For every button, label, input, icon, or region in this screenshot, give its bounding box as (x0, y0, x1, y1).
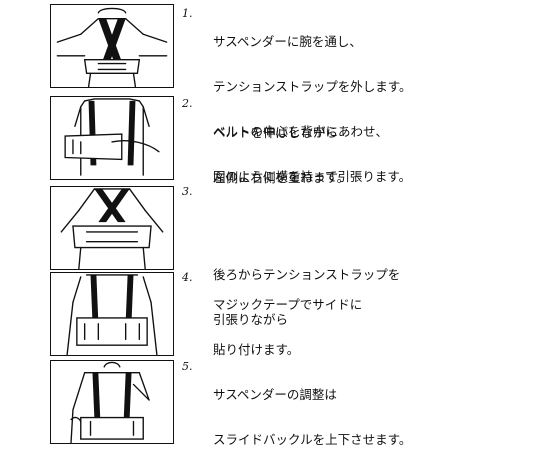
step-2-line: 左側に右側を重ねます。 (213, 170, 350, 185)
step-3-text: 後ろからテンションストラップを 引張りながら (213, 237, 400, 342)
illustration-step-2 (50, 96, 174, 180)
front-view-adjusting-suspender-figure (70, 361, 150, 443)
step-3-line: 引張りながら (213, 312, 289, 327)
step-number-5: 5. (182, 360, 193, 373)
front-view-wrapping-belt-figure (64, 98, 160, 176)
step-1-line: サスペンダーに腕を通し、 (213, 34, 362, 49)
illustration-step-3 (50, 186, 174, 270)
step-number-2: 2. (182, 97, 193, 110)
step-4-line: マジックテープでサイドに (213, 297, 363, 312)
step-1-line: ベルトの中心を背中にあわせ、 (213, 124, 389, 139)
step-2-text: ベルトを伸ばしながら 左側に右側を重ねます。 (213, 95, 349, 200)
step-number-3: 3. (182, 185, 193, 198)
step-3-line: 後ろからテンションストラップを (213, 267, 401, 282)
step-2-line: ベルトを伸ばしながら (213, 125, 339, 140)
step-1-line: 図のように横を持って引張ります。 (213, 169, 412, 184)
illustration-step-4 (50, 272, 174, 356)
front-view-fastening-velcro-figure (66, 274, 158, 355)
step-number-4: 4. (182, 271, 193, 284)
illustration-step-1 (50, 4, 174, 88)
step-1-text: サスペンダーに腕を通し、 テンションストラップを外します。 ベルトの中心を背中に… (213, 4, 412, 199)
back-view-holding-belt-figure (56, 7, 168, 87)
step-4-line: 貼り付けます。 (213, 342, 300, 357)
step-5-line: スライドバックルを上下させます。 (213, 432, 412, 447)
step-4-text: マジックテープでサイドに 貼り付けます。 (213, 267, 362, 372)
step-5-line: サスペンダーの調整は (213, 387, 337, 402)
step-5-text: サスペンダーの調整は スライドバックルを上下させます。 (213, 357, 411, 462)
back-view-pulling-straps-figure (60, 188, 164, 269)
step-number-1: 1. (182, 7, 193, 20)
step-1-line: テンションストラップを外します。 (213, 79, 412, 94)
illustration-step-5 (50, 360, 174, 444)
